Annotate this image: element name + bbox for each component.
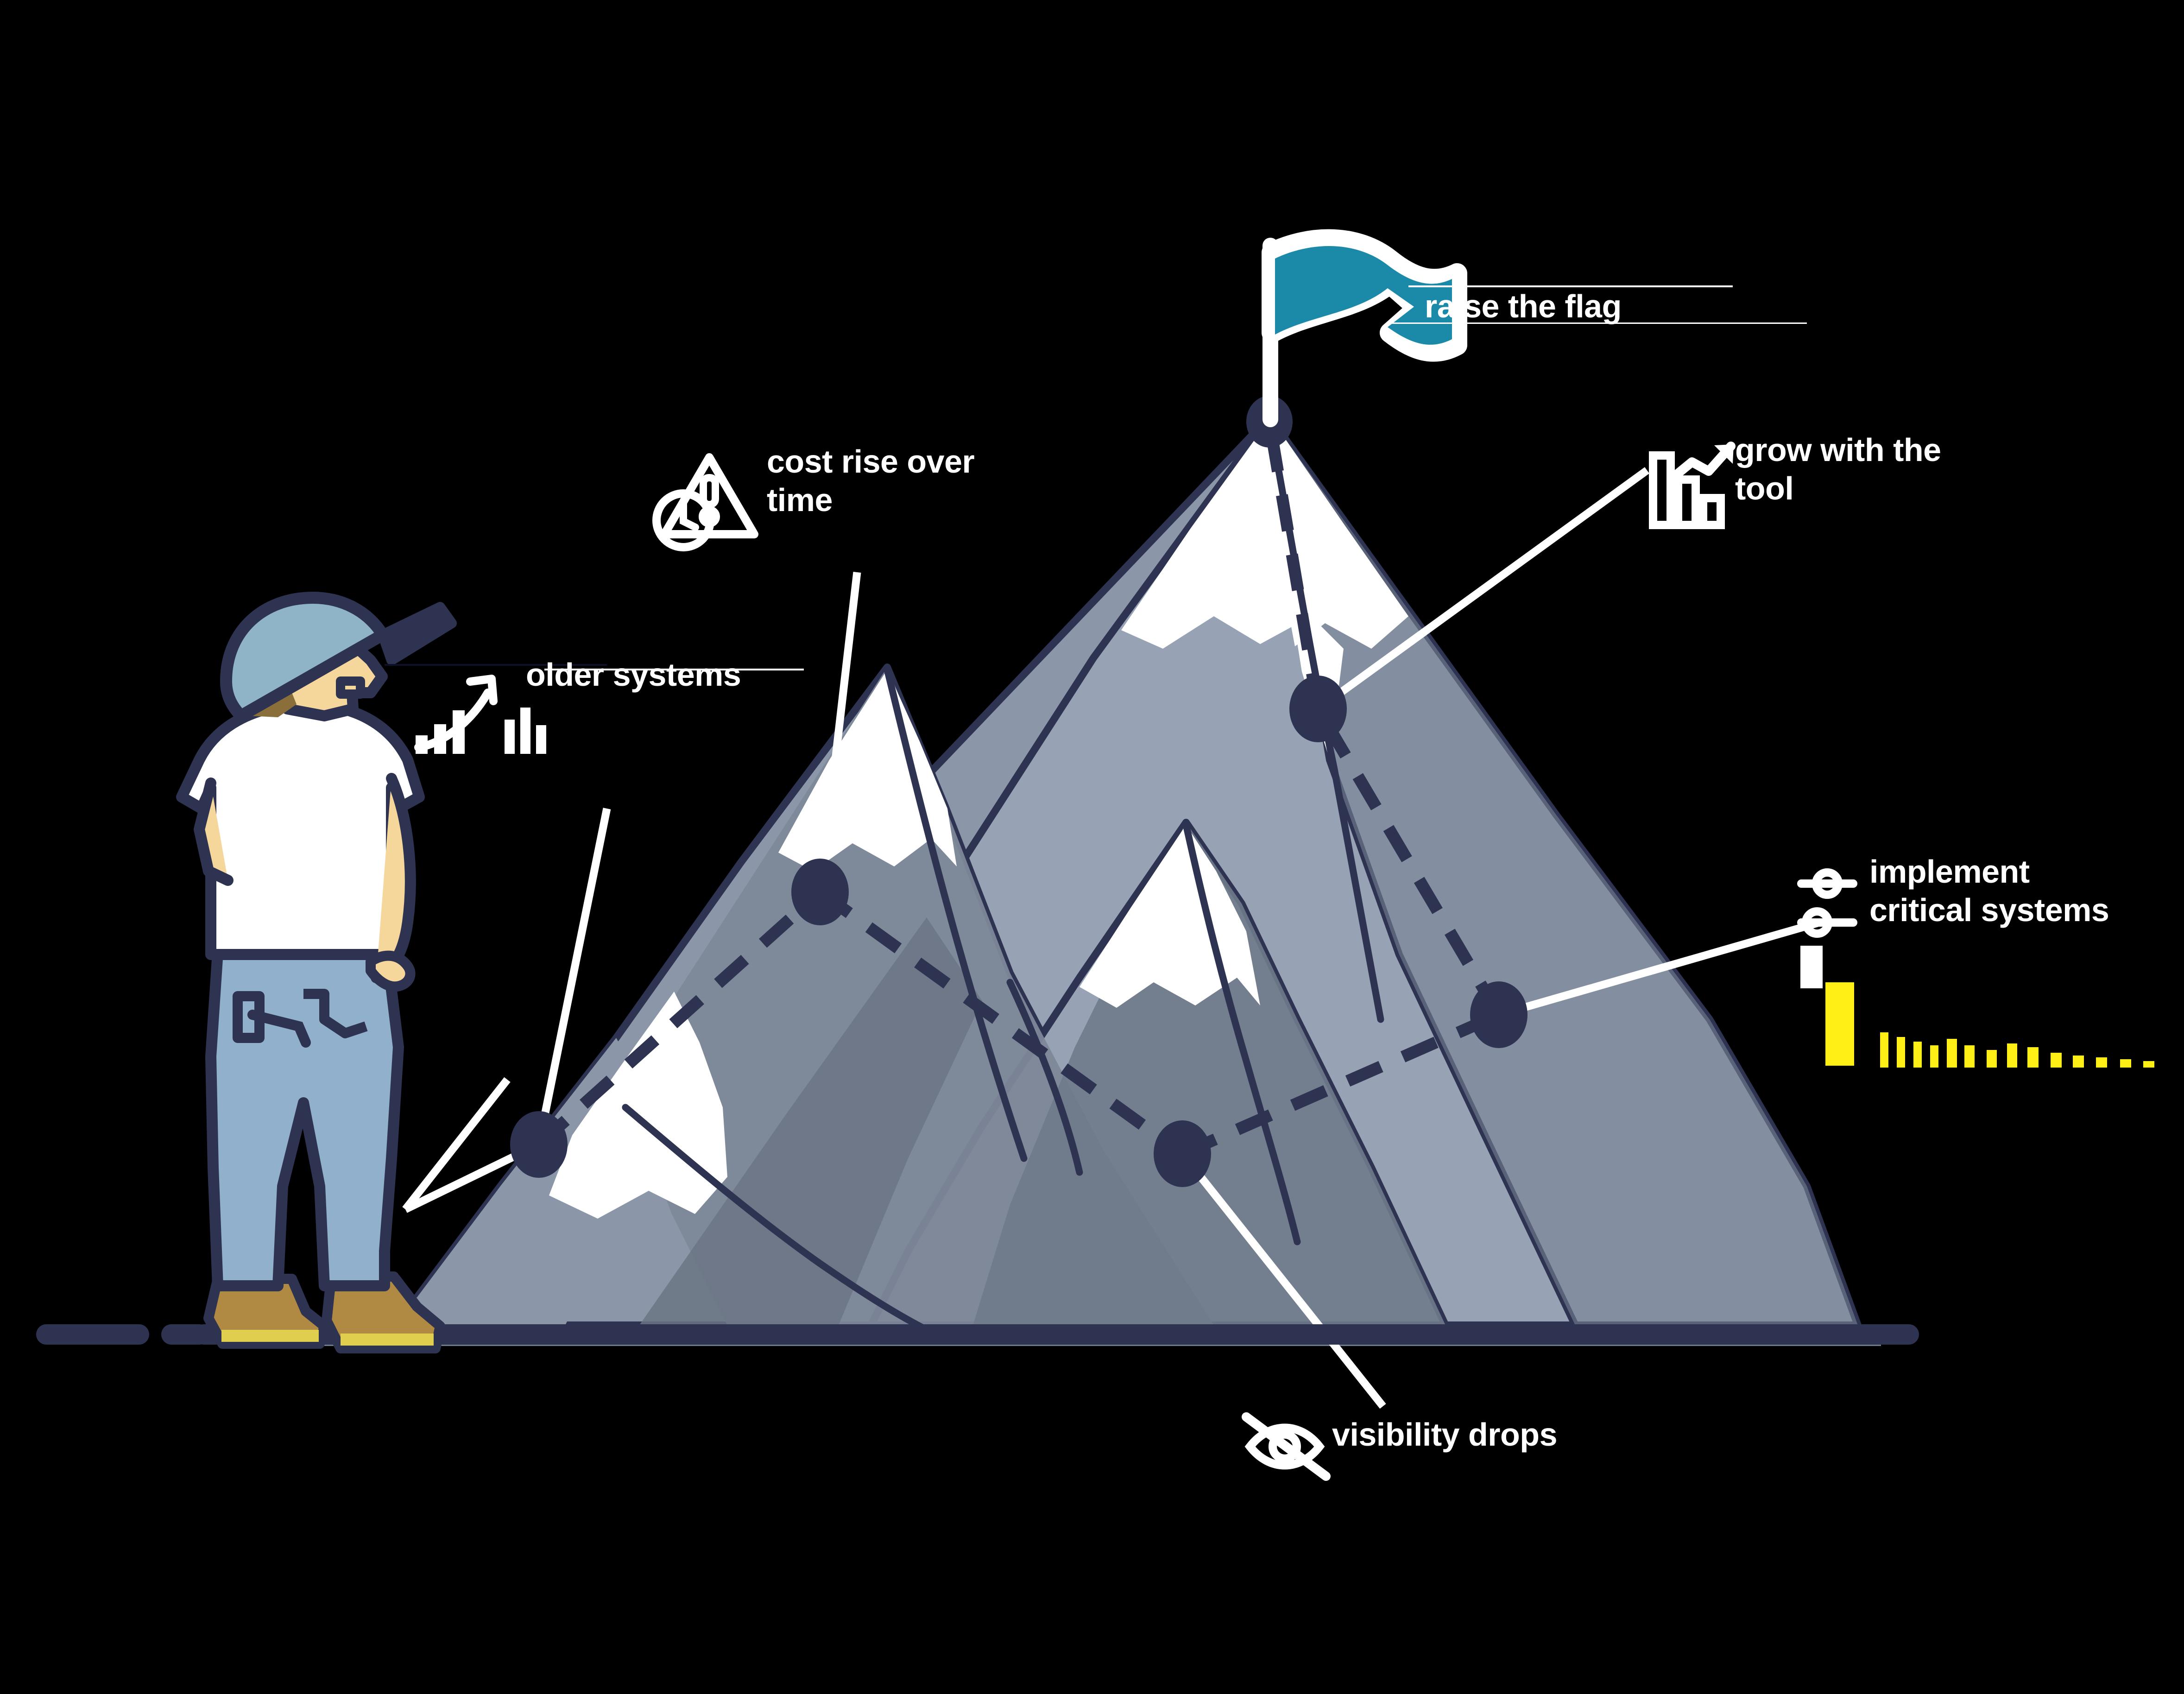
cap-crown <box>220 592 389 722</box>
mountain-range <box>315 413 1881 1346</box>
eye-off-icon <box>1242 1412 1331 1481</box>
flag-cloth-fill <box>1275 246 1452 345</box>
jeans-pocket-left <box>233 991 265 1043</box>
ear <box>336 676 365 699</box>
flag-icon <box>1262 229 1467 427</box>
ridge-line-front <box>1182 821 1301 1245</box>
ridge-line-left <box>884 666 1028 1162</box>
leader-lines <box>402 467 1822 1409</box>
boot-front-sole <box>341 1334 434 1346</box>
route-dashed-summit <box>1263 420 1324 710</box>
leader-implement <box>1497 918 1822 1019</box>
jeans-pocket-right <box>303 989 368 1038</box>
snowcap-left-peak <box>778 670 957 871</box>
hand-front <box>366 950 416 992</box>
climb-route-path <box>535 420 1504 1159</box>
mountain-foot-shadow <box>639 917 982 1325</box>
boot-back <box>203 1274 329 1349</box>
gear-settings-icon <box>1797 868 1857 988</box>
jeans-seam <box>247 1010 311 1048</box>
declining-chart-icon <box>414 675 546 754</box>
leader-visibility <box>1179 1151 1386 1409</box>
route-node-dots <box>510 396 1528 1187</box>
snowcap-summit-right <box>1272 419 1408 649</box>
snowcap-lower-left <box>549 992 727 1219</box>
leader-older-systems <box>535 808 611 1145</box>
boot-back-sole <box>221 1330 319 1342</box>
mountain-shadow-right <box>1269 417 1858 1325</box>
ridge-line-fold-b <box>1006 979 1083 1176</box>
route-node-cost-rise <box>791 859 849 925</box>
route-node-implement <box>1470 981 1528 1048</box>
mountain-base-dark <box>324 1038 672 1325</box>
route-dashed-lower <box>535 887 824 1149</box>
climber-person <box>176 592 457 1353</box>
leader-grow-tool <box>1316 467 1649 712</box>
snowcap-front-peak <box>1079 825 1260 1008</box>
cap-brim <box>378 602 457 665</box>
mountain-shadow-centre <box>973 822 1445 1325</box>
boot-front <box>322 1271 445 1353</box>
ridge-line-fold-a <box>622 1104 935 1336</box>
leader-figure-slope <box>402 1077 511 1212</box>
route-node-older-systems <box>510 1111 568 1178</box>
snowcap-summit <box>1121 419 1344 760</box>
route-node-visibility <box>1154 1120 1211 1187</box>
route-node-grow-tool <box>1289 676 1347 742</box>
bar-chart-growth-icon <box>1649 442 1736 529</box>
route-dashed-mid <box>816 887 1186 1159</box>
arm-back <box>194 777 234 886</box>
warning-clock-icon <box>652 453 758 551</box>
leader-cost-rise <box>816 572 861 892</box>
